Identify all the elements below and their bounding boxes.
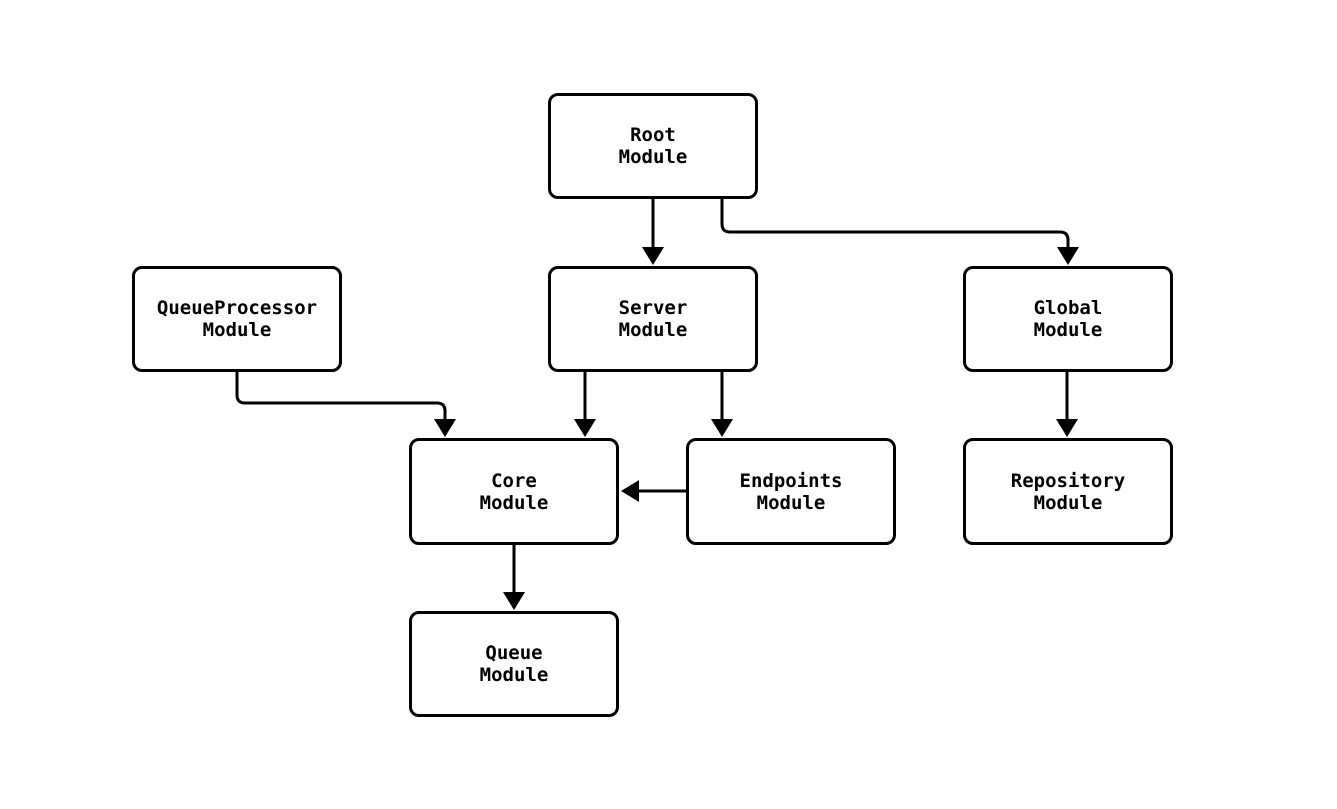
edge-root-global-line <box>720 198 1070 248</box>
node-label-line: Module <box>1033 491 1103 514</box>
node-label-line: Module <box>1033 319 1103 341</box>
node-label-line: Core <box>491 469 537 492</box>
edge-root-server-arrowhead <box>642 247 664 265</box>
node-repository-module: Repository Module <box>963 438 1173 545</box>
edge-root-global-arrowhead <box>1057 247 1079 265</box>
edge-queueprocessor-core-line <box>235 372 447 420</box>
node-label-line: Module <box>479 664 549 686</box>
node-label-line: Server <box>618 297 688 319</box>
node-label-line: Module <box>756 491 826 514</box>
node-endpoints-module: Endpoints Module <box>686 438 896 545</box>
node-label-line: Module <box>618 146 688 168</box>
edge-queueprocessor-core-arrowhead <box>434 419 456 437</box>
edge-core-queue-arrowhead <box>503 592 525 610</box>
node-label-line: Module <box>618 319 688 341</box>
node-label-line: Module <box>202 319 272 341</box>
edge-server-core-arrowhead <box>574 419 596 437</box>
node-label-line: Repository <box>1010 469 1126 492</box>
edge-server-endpoints-arrowhead <box>711 419 733 437</box>
node-label-line: Endpoints <box>739 469 843 492</box>
edge-global-repository-arrowhead <box>1056 419 1078 437</box>
node-core-module: Core Module <box>409 438 619 545</box>
node-queueprocessor-module: QueueProcessor Module <box>132 266 342 372</box>
node-global-module: Global Module <box>963 266 1173 372</box>
node-label-line: QueueProcessor <box>156 297 318 319</box>
node-label-line: Queue <box>485 642 543 664</box>
edge-endpoints-core-arrowhead <box>621 480 639 502</box>
node-root-module: Root Module <box>548 93 758 199</box>
node-label-line: Global <box>1033 297 1103 319</box>
node-label-line: Module <box>479 491 549 514</box>
node-queue-module: Queue Module <box>409 611 619 717</box>
node-server-module: Server Module <box>548 266 758 372</box>
node-label-line: Root <box>630 124 676 146</box>
